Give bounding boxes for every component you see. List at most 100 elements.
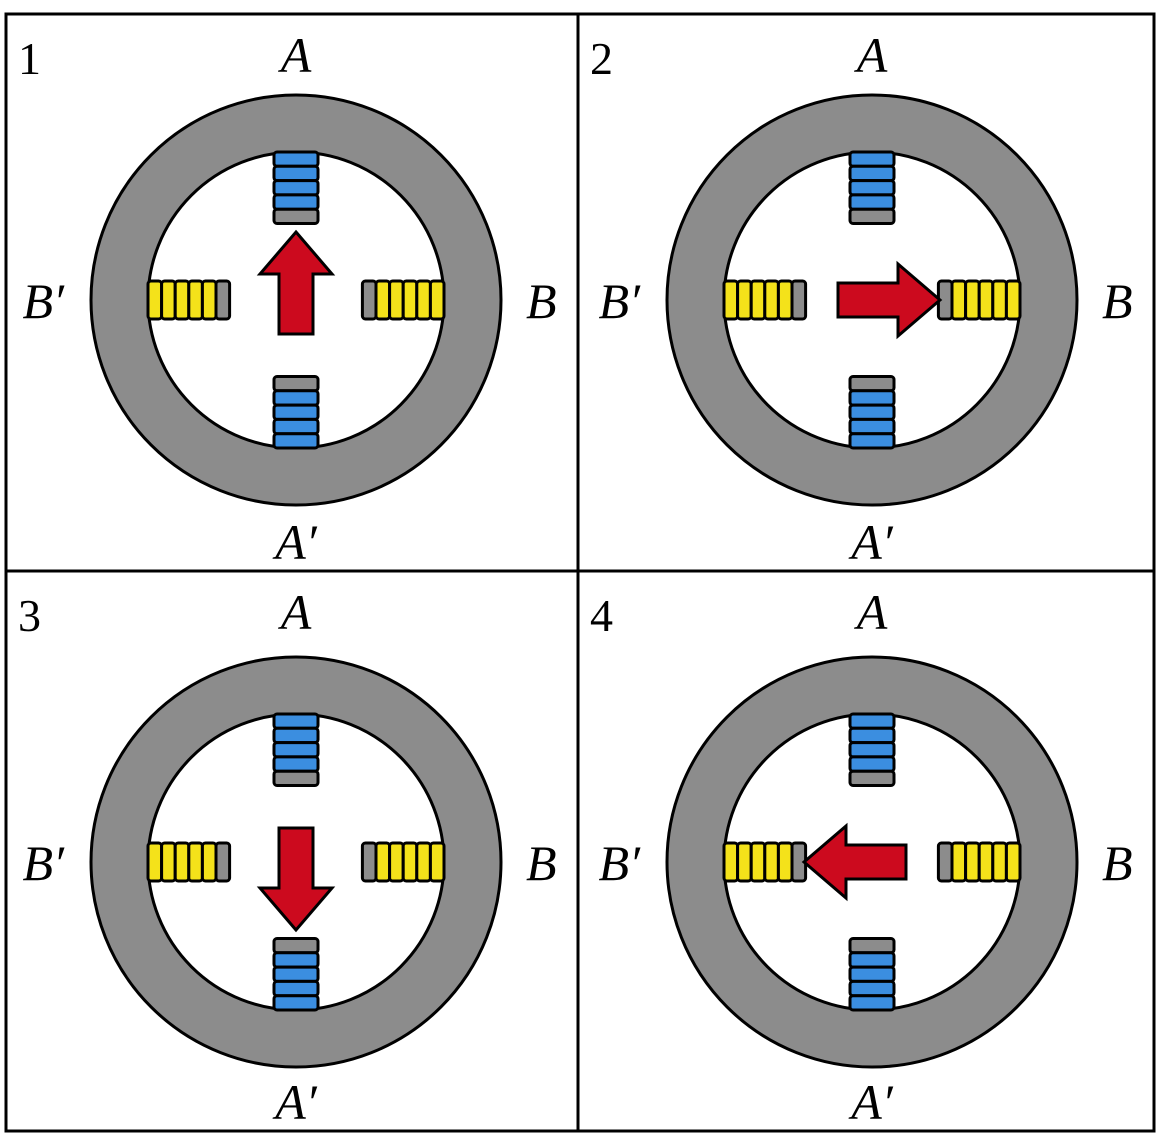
coil-winding-a [848,389,896,407]
pole-label-left: B′ [23,835,66,891]
coil-winding-b [374,279,392,321]
coil-winding-b [736,841,753,883]
coil-a-top [272,150,320,225]
field-direction-arrow-right [836,260,943,340]
coil-winding-a [272,965,320,983]
pole-label-right: B [1102,273,1133,329]
coil-winding-a [272,755,320,773]
coil-winding-a [272,712,320,730]
coil-winding-b [749,279,767,321]
coil-winding-b [964,279,981,321]
coil-b-left [146,279,232,321]
field-direction-arrow-up [256,229,336,336]
coil-b-left [146,841,232,883]
coil-winding-a [848,150,896,168]
pole-tip [272,375,320,393]
coil-winding-b [776,279,794,321]
pole-tip [214,841,232,883]
coil-winding-b [977,279,995,321]
field-direction-arrow-down [256,826,336,933]
coil-b-right [360,279,446,321]
coil-winding-a [848,965,896,983]
coil-winding-b [722,841,740,883]
coil-a-bottom [272,375,320,450]
coil-winding-a [848,164,896,183]
panel-number: 3 [18,590,41,641]
pole-label-left: B′ [23,273,66,329]
coil-winding-b [722,279,740,321]
pole-label-bottom: A′ [848,1074,894,1130]
coil-a-bottom [272,937,320,1012]
coil-a-top [848,712,896,788]
coil-winding-a [848,417,896,436]
pole-tip [848,207,896,225]
coil-winding-b [991,279,1008,321]
pole-tip [790,279,808,321]
coil-winding-a [272,741,320,759]
coil-winding-b [146,841,164,883]
coil-winding-a [848,741,896,759]
pole-label-right: B [1102,835,1133,891]
coil-winding-b [1004,841,1022,883]
pole-tip [936,841,954,883]
coil-winding-b [964,841,981,883]
pole-label-top: A [854,27,888,83]
coil-winding-b [173,279,191,321]
coil-b-right [360,841,446,883]
panel-number: 2 [590,33,613,84]
pole-label-top: A [278,584,312,640]
pole-tip [272,207,320,225]
coil-winding-a [848,726,896,745]
coil-winding-a [272,179,320,197]
pole-tip [360,279,378,321]
coil-winding-b [991,841,1008,883]
field-direction-arrow-left [801,822,908,902]
coil-winding-b [200,841,218,883]
pole-label-left: B′ [599,835,642,891]
pole-label-top: A [854,584,888,640]
pole-tip [848,375,896,393]
coil-winding-b [736,279,753,321]
coil-winding-a [848,979,896,998]
coil-winding-b [977,841,995,883]
coil-winding-a [272,164,320,183]
pole-tip [272,769,320,788]
coil-winding-a [272,403,320,421]
coil-winding-b [1004,279,1022,321]
coil-winding-a [272,951,320,969]
coil-a-bottom [848,375,896,450]
pole-label-right: B [526,273,557,329]
coil-winding-b [749,841,767,883]
coil-winding-b [160,279,177,321]
coil-winding-a [272,726,320,745]
coil-winding-a [848,712,896,730]
coil-winding-a [848,403,896,421]
coil-winding-b [401,279,419,321]
coil-winding-b [763,841,780,883]
coil-winding-a [848,193,896,211]
coil-winding-a [272,150,320,168]
coil-winding-b [950,841,968,883]
coil-b-left [722,279,808,321]
pole-tip [360,841,378,883]
coil-winding-a [848,179,896,197]
coil-winding-a [272,979,320,998]
panel-number: 1 [18,33,41,84]
coil-winding-b [146,279,164,321]
coil-a-top [272,712,320,788]
coil-winding-b [415,841,432,883]
coil-winding-b [428,841,446,883]
coil-winding-a [848,432,896,450]
coil-winding-a [272,432,320,450]
pole-tip [848,937,896,955]
coil-winding-b [187,841,204,883]
coil-winding-a [848,951,896,969]
coil-winding-a [848,755,896,773]
coil-winding-b [160,841,177,883]
coil-winding-a [848,994,896,1012]
coil-winding-a [272,417,320,436]
coil-winding-b [200,279,218,321]
coil-winding-b [374,841,392,883]
